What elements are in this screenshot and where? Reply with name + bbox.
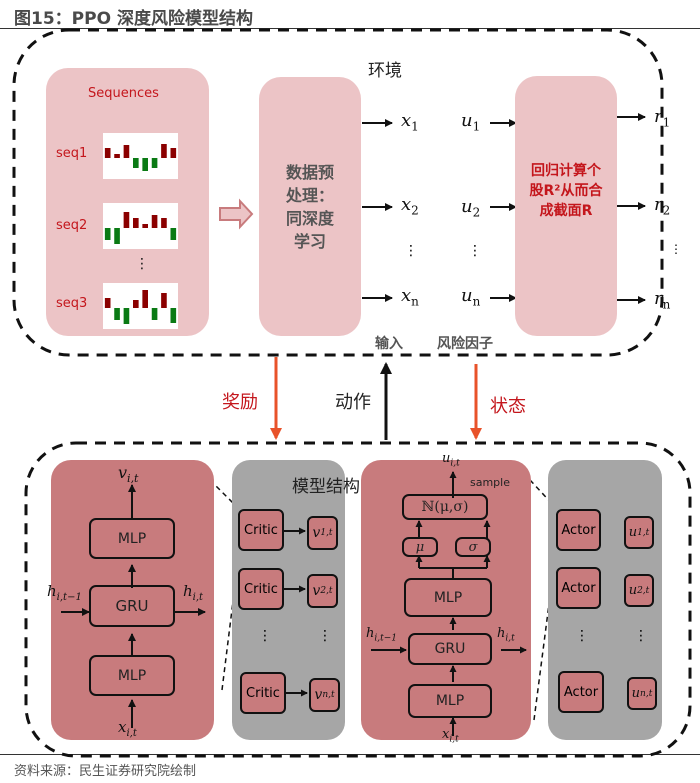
figure-title: 图15：PPO 深度风险模型结构 xyxy=(14,9,253,29)
seq-bar xyxy=(151,215,158,228)
environment-boundary xyxy=(12,28,664,357)
seq-bar xyxy=(123,145,130,158)
seq-bar xyxy=(123,308,130,324)
output-rn: rn xyxy=(654,288,671,312)
seq1-label: seq1 xyxy=(56,146,88,161)
seq-bar xyxy=(104,298,111,308)
regression-text: 回归计算个 股R²从而合 成截面R xyxy=(529,163,603,219)
risk-vdots: ⋮ xyxy=(468,243,482,259)
state-label: 状态 xyxy=(490,396,526,417)
actor-1: Actor xyxy=(556,509,601,551)
source-note: 资料来源：民生证券研究院绘制 xyxy=(14,764,197,779)
seq-bar xyxy=(170,148,177,158)
actor-net-input: xi,t xyxy=(442,727,459,745)
actors-vdots-right: ⋮ xyxy=(634,628,648,644)
preprocess-text: 数据预 处理： 同深度 学习 xyxy=(285,162,334,251)
critics-vdots-right: ⋮ xyxy=(318,628,332,644)
actor-gru: GRU xyxy=(408,633,492,665)
input-caption: 输入 xyxy=(375,336,403,352)
output-vdots: ⋮ xyxy=(670,242,682,256)
critic-network-arrows xyxy=(61,484,206,728)
seq-bar xyxy=(170,308,177,323)
actor-network-arrows xyxy=(371,471,527,736)
actors-vdots-left: ⋮ xyxy=(575,628,589,644)
output-r2: r2 xyxy=(654,194,671,218)
reward-label: 奖励 xyxy=(222,392,258,413)
seq2-chart xyxy=(103,203,178,249)
model-boundary xyxy=(24,441,692,758)
risk-un: un xyxy=(461,285,481,309)
seq2-label: seq2 xyxy=(56,218,88,233)
risk-factor-caption: 风险因子 xyxy=(437,336,493,352)
actor-net-output: ui,t xyxy=(442,451,460,469)
seq-bar xyxy=(151,158,158,168)
actor-network-panel xyxy=(361,460,531,740)
seq-bar xyxy=(161,293,167,308)
normal-distribution-box: ℕ(μ,σ) xyxy=(402,494,488,520)
action-label: 动作 xyxy=(335,392,371,413)
input-xn: xn xyxy=(401,285,419,309)
seq-bar xyxy=(170,228,177,240)
actor-n: Actor xyxy=(558,671,604,713)
sample-label: sample xyxy=(470,476,510,489)
risk-u2: u2 xyxy=(461,196,481,220)
critic-mlp-bottom: MLP xyxy=(89,655,175,696)
mu-box: μ xyxy=(402,537,438,557)
sequences-header: Sequences xyxy=(88,86,159,101)
input-x1: x1 xyxy=(401,110,419,134)
seq-bar xyxy=(151,308,158,320)
seq3-label: seq3 xyxy=(56,296,88,311)
seq-bar xyxy=(161,218,167,228)
input-vdots: ⋮ xyxy=(404,243,418,259)
preprocess-arrow xyxy=(219,198,254,230)
preprocess-panel: 数据预 处理： 同深度 学习 xyxy=(259,77,361,336)
environment-label: 环境 xyxy=(368,61,402,81)
critic-h-out: hi,t xyxy=(183,582,204,603)
seq-bar xyxy=(133,300,139,308)
risk-u1: u1 xyxy=(461,110,481,134)
regression-panel: 回归计算个 股R²从而合 成截面R xyxy=(515,76,617,336)
critic-net-input: xi,t xyxy=(118,718,137,739)
seq-bar xyxy=(142,290,148,308)
critic-mlp-top: MLP xyxy=(89,518,175,559)
actor-h-out: hi,t xyxy=(497,626,515,644)
critic-2: Critic xyxy=(238,568,284,610)
seq-bar xyxy=(104,148,111,158)
seq-bar xyxy=(114,308,120,320)
sigma-box: σ xyxy=(455,537,491,557)
seq-bar xyxy=(114,228,120,244)
critic-gru: GRU xyxy=(89,585,175,627)
critic-h-in: hi,t−1 xyxy=(47,582,82,603)
seq-bar xyxy=(114,154,120,158)
model-label: 模型结构 xyxy=(292,477,360,497)
critic-n: Critic xyxy=(240,672,286,714)
seq-bar xyxy=(123,212,130,228)
output-r1: r1 xyxy=(654,106,671,130)
seq-bar xyxy=(142,158,148,171)
seq-bar xyxy=(161,144,167,158)
actor-h-in: hi,t−1 xyxy=(366,626,397,644)
actor-2: Actor xyxy=(556,567,601,609)
seq-bar xyxy=(133,158,139,168)
critics-vdots-left: ⋮ xyxy=(258,628,272,644)
seq-bar xyxy=(133,218,139,228)
actor-mlp-top: MLP xyxy=(404,578,492,617)
sequences-ellipsis: ⋮ xyxy=(135,256,149,272)
seq3-chart xyxy=(103,283,178,329)
actor-mlp-bottom: MLP xyxy=(408,684,492,718)
seq1-chart xyxy=(103,133,178,179)
critic-1: Critic xyxy=(238,509,284,551)
seq-bar xyxy=(142,224,148,228)
input-x2: x2 xyxy=(401,194,419,218)
critic-net-output: vi,t xyxy=(118,463,139,486)
title-divider xyxy=(0,28,700,29)
seq-bar xyxy=(104,228,111,240)
